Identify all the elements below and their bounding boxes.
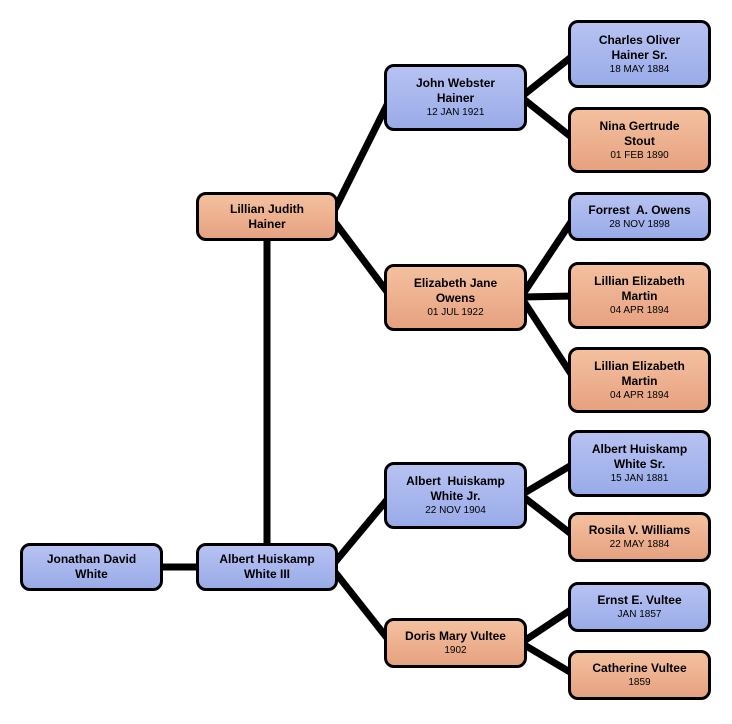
name-line-1: Rosila V. Williams: [588, 523, 691, 537]
name-line-1: Nina Gertrude: [599, 118, 680, 133]
person-name: Jonathan David White: [47, 552, 136, 582]
person-node-jonathan-david-white[interactable]: Jonathan David White: [20, 543, 163, 591]
person-name: Forrest A. Owens: [588, 203, 690, 218]
connector-elizabeth-to-forrest: [518, 214, 578, 299]
name-line-1: Lillian Judith: [230, 201, 304, 216]
person-name: Elizabeth Jane Owens: [414, 276, 497, 306]
person-name: Lillian Judith Hainer: [230, 202, 304, 232]
person-date: 22 MAY 1884: [609, 539, 670, 550]
person-node-albert-huiskamp-white-sr[interactable]: Albert Huiskamp White Sr. 15 JAN 1881: [568, 430, 711, 497]
name-line-1: Ernst E. Vultee: [597, 593, 682, 607]
connector-john-to-nina: [518, 94, 578, 143]
person-name: Albert Huiskamp White Sr.: [592, 442, 687, 472]
person-node-nina-gertrude-stout[interactable]: Nina Gertrude Stout 01 FEB 1890: [568, 107, 711, 173]
name-line-1: Lillian Elizabeth: [594, 358, 685, 373]
name-line-1: John Webster: [415, 76, 496, 90]
person-name: Rosila V. Williams: [589, 523, 691, 538]
person-name: Doris Mary Vultee: [405, 629, 506, 644]
name-line-2: White III: [243, 567, 290, 581]
person-date: 04 APR 1894: [610, 389, 669, 401]
name-line-2: Stout: [624, 133, 655, 148]
person-node-lillian-judith-hainer[interactable]: Lillian Judith Hainer: [196, 192, 338, 241]
person-name: Lillian Elizabeth Martin: [594, 359, 685, 389]
name-line-1: Doris Mary Vultee: [405, 629, 506, 643]
person-node-catherine-vultee[interactable]: Catherine Vultee 1859: [568, 650, 711, 700]
name-line-1: Charles Oliver: [598, 32, 681, 47]
person-name: John Webster Hainer: [416, 76, 495, 106]
person-node-charles-oliver-hainer-sr[interactable]: Charles Oliver Hainer Sr. 18 MAY 1884: [568, 20, 711, 88]
person-name: Ernst E. Vultee: [597, 593, 681, 608]
connector-elizabeth-to-martin-2: [518, 295, 578, 382]
name-line-1: Albert Huiskamp: [591, 442, 688, 456]
person-node-doris-mary-vultee[interactable]: Doris Mary Vultee 1902: [384, 618, 527, 668]
person-node-rosila-v-williams[interactable]: Rosila V. Williams 22 MAY 1884: [568, 512, 711, 562]
person-date: 28 NOV 1898: [609, 218, 670, 230]
name-line-1: Jonathan David: [46, 552, 137, 566]
connector-albert-jr-to-rosila: [518, 492, 578, 540]
connector-elizabeth-to-martin-1: [520, 292, 576, 301]
name-line-1: Lillian Elizabeth: [594, 274, 685, 288]
name-line-2: White Sr.: [613, 457, 666, 471]
person-node-albert-huiskamp-white-jr[interactable]: Albert Huiskamp White Jr. 22 NOV 1904: [384, 462, 527, 529]
person-date: 01 JUL 1922: [427, 307, 484, 318]
person-date: 12 JAN 1921: [426, 107, 485, 118]
person-name: Catherine Vultee: [592, 661, 686, 676]
connector-john-to-charles: [518, 51, 578, 100]
connector-albert-iii-to-albert-jr: [328, 492, 394, 570]
name-line-1: Albert Huiskamp: [219, 552, 315, 566]
person-date: 1859: [628, 677, 651, 688]
connector-lillian-to-elizabeth: [328, 214, 394, 300]
name-line-2: Hainer: [248, 216, 286, 231]
connector-lillian-to-john: [327, 95, 395, 219]
person-date: 04 APR 1894: [610, 305, 669, 316]
person-date: 15 JAN 1881: [610, 473, 669, 484]
name-line-1: Catherine Vultee: [592, 661, 687, 675]
connector-doris-to-ernst: [519, 604, 577, 646]
connector-albert-jr-to-albert-sr: [519, 459, 577, 499]
person-node-forrest-a-owens[interactable]: Forrest A. Owens 28 NOV 1898: [568, 192, 711, 241]
name-line-2: Martin: [621, 289, 658, 303]
person-name: Lillian Elizabeth Martin: [594, 274, 685, 304]
person-node-albert-huiskamp-white-iii[interactable]: Albert Huiskamp White III: [196, 543, 338, 591]
person-name: Charles Oliver Hainer Sr.: [599, 33, 680, 63]
person-date: JAN 1857: [617, 609, 662, 620]
person-name: Albert Huiskamp White Jr.: [406, 474, 505, 504]
name-line-2: Martin: [621, 373, 658, 388]
person-date: 18 MAY 1884: [609, 63, 670, 75]
person-date: 1902: [444, 645, 467, 656]
person-date: 22 NOV 1904: [425, 505, 486, 516]
connector-albert-iii-to-doris: [328, 564, 394, 646]
name-line-1: Forrest A. Owens: [588, 202, 691, 217]
person-node-elizabeth-jane-owens[interactable]: Elizabeth Jane Owens 01 JUL 1922: [384, 264, 527, 331]
name-line-2: Owens: [435, 291, 476, 305]
person-node-lillian-elizabeth-martin-1[interactable]: Lillian Elizabeth Martin 04 APR 1894: [568, 262, 711, 329]
name-line-2: Hainer: [436, 91, 475, 105]
person-node-ernst-e-vultee[interactable]: Ernst E. Vultee JAN 1857: [568, 582, 711, 632]
name-line-2: White Jr.: [430, 489, 481, 503]
person-node-john-webster-hainer[interactable]: John Webster Hainer 12 JAN 1921: [384, 64, 527, 131]
person-name: Nina Gertrude Stout: [599, 119, 679, 149]
name-line-2: Hainer Sr.: [611, 47, 668, 62]
name-line-1: Albert Huiskamp: [406, 474, 505, 488]
connector-doris-to-catherine: [519, 639, 577, 679]
person-name: Albert Huiskamp White III: [219, 552, 314, 582]
name-line-2: White: [75, 567, 108, 581]
name-line-1: Elizabeth Jane: [413, 276, 498, 290]
person-node-lillian-elizabeth-martin-2[interactable]: Lillian Elizabeth Martin 04 APR 1894: [568, 347, 711, 413]
person-date: 01 FEB 1890: [610, 149, 669, 161]
